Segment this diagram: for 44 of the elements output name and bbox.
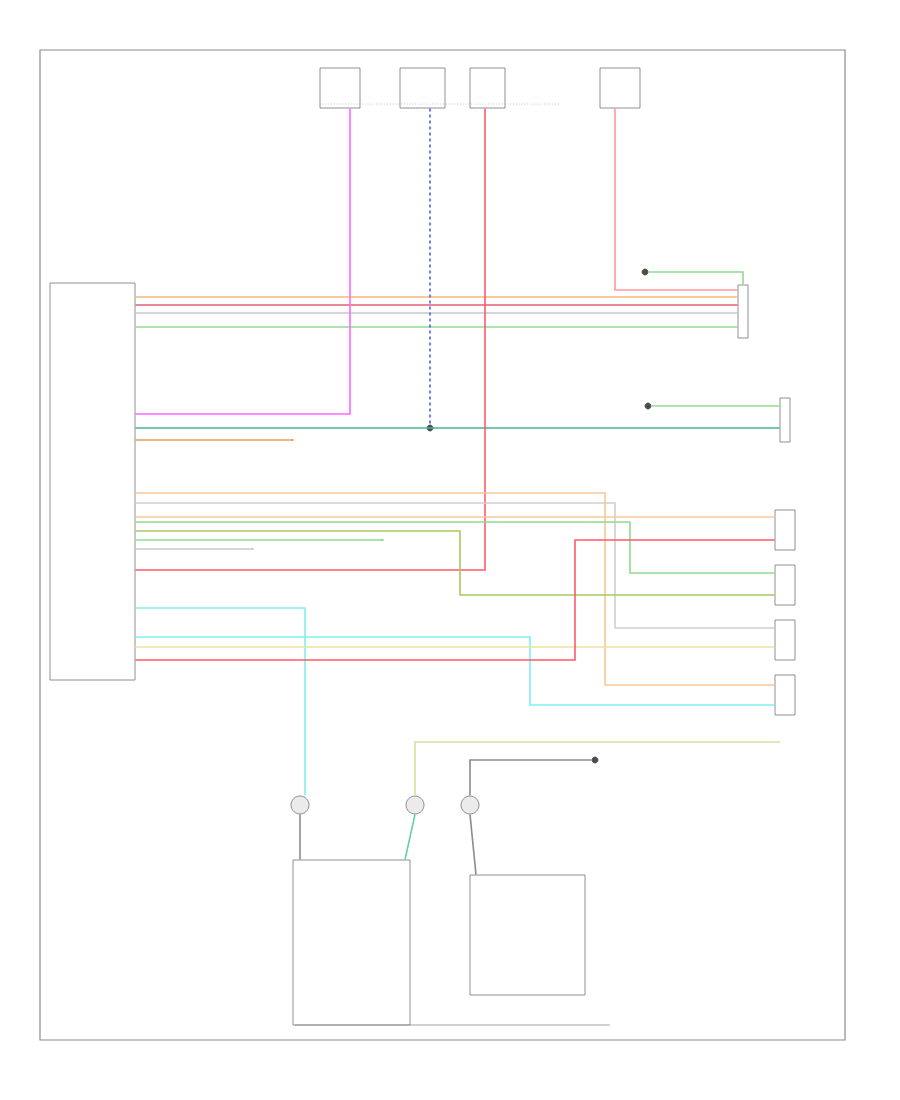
fuse-block [399,67,446,109]
wire [134,107,351,415]
wire [134,438,295,442]
fuse-block [319,67,361,109]
wire [414,741,781,797]
wire [134,547,255,551]
speaker [774,509,796,551]
lamp-circle [290,795,310,815]
wire [134,427,781,429]
wire [134,296,739,298]
speaker [774,674,796,716]
wire [134,516,776,518]
radio-unit-box [49,282,136,681]
fuse-block [599,67,641,109]
wire [134,607,306,797]
wire [134,636,776,706]
wire [469,759,593,797]
wire [134,304,739,306]
speaker [774,619,796,661]
wire [647,271,744,286]
wire [134,646,776,648]
fuse-block [469,67,506,109]
wire [650,405,781,407]
connector [779,397,791,443]
connector [737,284,749,339]
wire [404,813,416,861]
wire [134,326,739,328]
speaker [774,564,796,606]
wire [299,813,301,861]
wire [134,502,776,629]
switch-box [469,874,586,996]
wire [134,312,739,314]
wire [614,107,739,291]
wire [429,107,431,426]
wire [134,530,776,596]
wire [469,813,477,876]
wire [134,538,385,542]
wire [134,539,776,661]
lamp-circle [460,795,480,815]
switch-box [292,859,411,1026]
wire [134,107,486,571]
lamp-circle [405,795,425,815]
wire [134,492,776,686]
wire [134,521,776,574]
